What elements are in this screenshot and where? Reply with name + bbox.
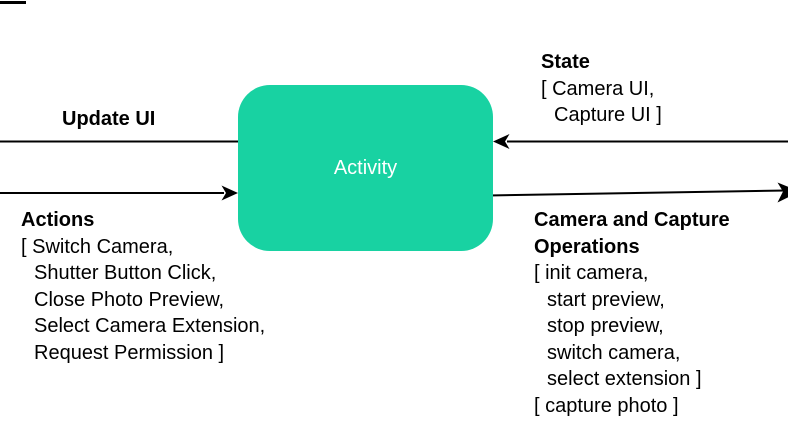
operations-block: Camera and Capture Operations [ init cam…: [534, 207, 758, 419]
state-arrowhead: [493, 134, 510, 149]
actions-arrowhead: [221, 185, 238, 201]
state-block: State [ Camera UI, Capture UI ]: [541, 49, 662, 129]
actions-item: Request Permission ]: [34, 341, 225, 364]
state-title: State: [541, 51, 590, 73]
update-ui-label: Update UI: [62, 108, 156, 130]
state-item: [ Camera UI,: [541, 77, 655, 100]
operations-item: start preview,: [547, 288, 665, 311]
activity-node-label: Activity: [333, 156, 398, 179]
operations-item: switch camera,: [547, 341, 681, 364]
actions-item: Shutter Button Click,: [34, 262, 217, 284]
actions-item: [ Switch Camera,: [21, 235, 174, 258]
operations-item: [ init camera,: [534, 262, 649, 284]
operations-title: Camera and Capture Operations: [534, 209, 730, 258]
ops-line: [487, 189, 787, 197]
actions-item: Select Camera Extension,: [34, 315, 266, 337]
operations-item: stop preview,: [547, 315, 664, 337]
operations-extra-item: [ capture photo ]: [534, 394, 679, 417]
actions-item: Close Photo Preview,: [34, 288, 225, 311]
state-item: Capture UI ]: [554, 104, 662, 126]
actions-title: Actions: [21, 209, 95, 231]
activity-node: Activity: [238, 85, 493, 251]
actions-block: Actions [ Switch Camera, Shutter Button …: [21, 207, 265, 366]
operations-item: select extension ]: [547, 368, 702, 390]
ops-arrowhead: [777, 182, 788, 203]
